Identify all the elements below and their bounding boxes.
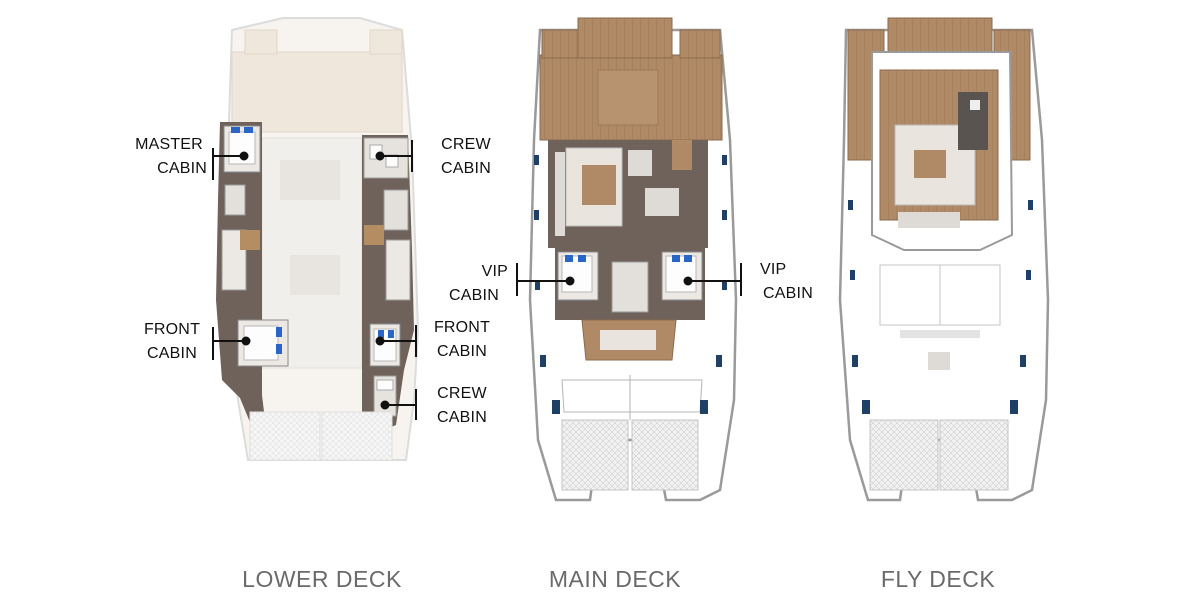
front-cabin-starboard-label-line2: CABIN <box>437 343 487 360</box>
front-cabin-starboard-label-line1: FRONT <box>433 319 491 336</box>
front-cabin-starboard-label: FRONT CABIN <box>426 316 498 364</box>
crew-cabin-aft-label-line2: CABIN <box>441 160 491 177</box>
crew-cabin-aft-label-line1: CREW <box>441 136 491 153</box>
leader-lines <box>212 140 742 420</box>
master-cabin-label-line1: MASTER <box>135 136 203 153</box>
main-deck-net-port <box>561 419 629 491</box>
main-deck-plan <box>528 17 738 502</box>
vip-cabin-port-label-line1: VIP <box>481 263 508 280</box>
crew-cabin-bow-label-line1: CREW <box>437 385 487 402</box>
main-deck-net-starboard <box>631 419 699 491</box>
lower-deck-plan <box>216 17 420 461</box>
front-cabin-port-label: FRONT CABIN <box>136 318 208 366</box>
vip-cabin-starboard-label-line1: VIP <box>760 261 787 278</box>
crew-cabin-bow-label: CREW CABIN <box>426 382 498 430</box>
main-deck-title: MAIN DECK <box>548 566 682 592</box>
crew-cabin-aft-label: CREW CABIN <box>430 133 502 181</box>
fly-deck-net-port <box>869 419 939 491</box>
front-cabin-port-label-line2: CABIN <box>147 345 197 362</box>
vip-cabin-starboard-label-line2: CABIN <box>763 285 813 302</box>
fly-deck-net-starboard <box>939 419 1009 491</box>
vip-cabin-port-label: VIP CABIN <box>438 260 510 308</box>
vip-cabin-port-label-line2: CABIN <box>449 287 499 304</box>
lower-deck-title: LOWER DECK <box>242 566 402 592</box>
fly-deck-plan <box>838 17 1050 502</box>
crew-cabin-bow-label-line2: CABIN <box>437 409 487 426</box>
fly-deck-title: FLY DECK <box>880 566 996 592</box>
front-cabin-port-label-line1: FRONT <box>143 321 201 338</box>
master-cabin-label: MASTER CABIN <box>128 133 210 181</box>
vip-cabin-starboard-label: VIP CABIN <box>752 258 824 306</box>
master-cabin-label-line2: CABIN <box>157 160 207 177</box>
